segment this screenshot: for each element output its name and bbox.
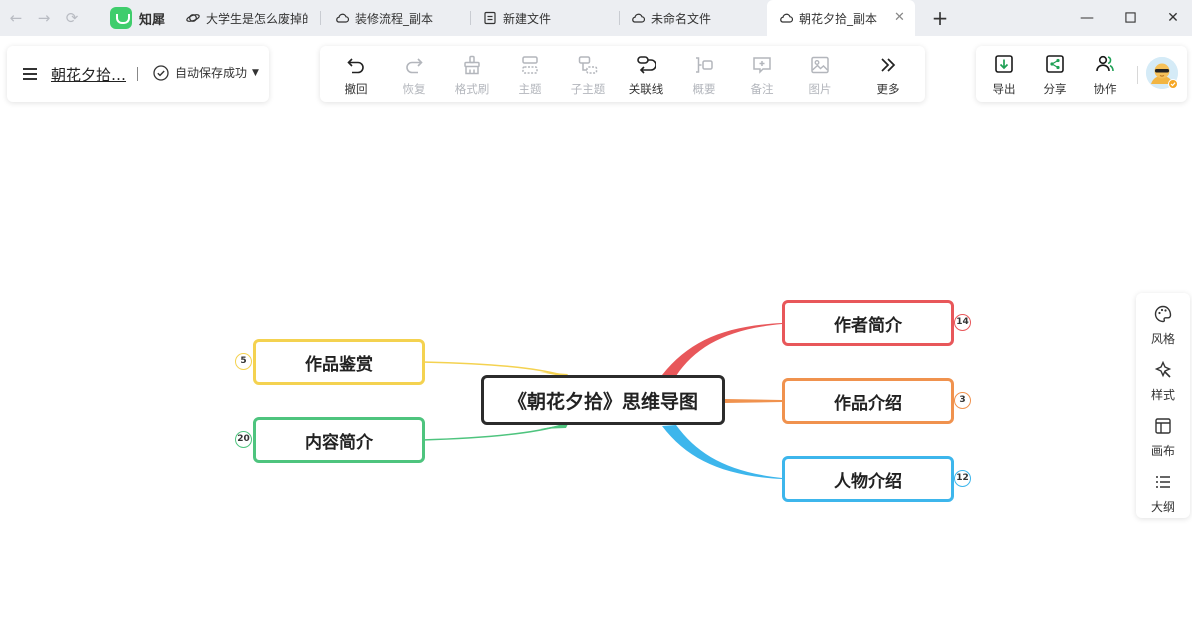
tab-separator <box>619 11 620 25</box>
new-tab-icon[interactable]: + <box>931 6 949 30</box>
refresh-icon[interactable]: ⟳ <box>65 9 79 27</box>
document-title[interactable]: 朝花夕拾… <box>51 66 127 84</box>
close-window-icon[interactable]: ✕ <box>1167 10 1179 26</box>
title-bar: ← → ⟳ 知犀 大学生是怎么废掉的 装修流程_副本 新建文件 未命名文件 朝花… <box>0 0 1192 36</box>
main-toolbar: 撤回 恢复 格式刷 主题 子主题 关联线 概要 备注 图片 更多 <box>320 46 925 102</box>
format-brush-button[interactable]: 格式刷 <box>444 46 500 102</box>
tab-active-document[interactable]: 朝花夕拾_副本 ✕ <box>767 0 915 36</box>
export-button[interactable]: 导出 <box>981 46 1027 102</box>
collaborators-icon <box>1096 55 1114 72</box>
node-content-summary[interactable]: 内容简介 <box>253 417 425 463</box>
sparkle-brush-icon <box>1154 361 1172 378</box>
action-panel: 导出 分享 协作 <box>976 46 1187 102</box>
tab-separator <box>470 11 471 25</box>
node-character-intro[interactable]: 人物介绍 <box>782 456 954 502</box>
subtopic-button[interactable]: 子主题 <box>560 46 616 102</box>
link-content-tip <box>540 424 568 429</box>
file-icon <box>484 11 496 25</box>
link-appreciation <box>421 361 563 376</box>
app-logo-icon <box>110 7 132 29</box>
style-theme-button[interactable]: 风格 <box>1136 301 1190 351</box>
divider <box>1137 66 1138 84</box>
cloud-icon <box>632 13 645 23</box>
image-button[interactable]: 图片 <box>792 46 848 102</box>
canvas-button[interactable]: 画布 <box>1136 413 1190 463</box>
tab-label: 朝花夕拾_副本 <box>799 11 878 26</box>
user-avatar[interactable] <box>1146 57 1178 89</box>
export-icon <box>995 55 1013 73</box>
cloud-icon <box>336 13 349 23</box>
node-work-intro[interactable]: 作品介绍 <box>782 378 954 424</box>
mindmap-canvas[interactable]: 《朝花夕拾》思维导图 作者简介 14 作品介绍 3 人物介绍 12 作品鉴赏 5… <box>0 110 1136 635</box>
palette-icon <box>1154 305 1172 323</box>
node-author-intro[interactable]: 作者简介 <box>782 300 954 346</box>
topic-button[interactable]: 主题 <box>502 46 558 102</box>
child-count-badge[interactable]: 20 <box>235 431 252 448</box>
link-author <box>662 323 782 376</box>
tab-document[interactable]: 大学生是怎么废掉的 <box>186 0 308 36</box>
undo-icon <box>347 58 364 74</box>
divider <box>137 67 138 81</box>
child-count-badge[interactable]: 12 <box>954 470 971 487</box>
child-count-badge[interactable]: 5 <box>235 353 252 370</box>
tab-label: 新建文件 <box>503 11 552 26</box>
tab-label: 未命名文件 <box>651 11 712 26</box>
relation-line-icon <box>637 56 656 74</box>
cloud-icon <box>780 13 793 23</box>
redo-icon <box>406 58 423 74</box>
share-icon <box>1046 55 1064 73</box>
caret-down-icon: ▼ <box>252 67 259 78</box>
share-button[interactable]: 分享 <box>1032 46 1078 102</box>
save-status[interactable]: 自动保存成功 ▼ <box>153 64 259 81</box>
redo-button[interactable]: 恢复 <box>386 46 442 102</box>
planet-icon <box>186 14 200 22</box>
link-characters <box>662 425 782 479</box>
summary-icon <box>696 57 713 73</box>
relation-line-button[interactable]: 关联线 <box>618 46 674 102</box>
tab-document[interactable]: 新建文件 <box>483 0 613 36</box>
maximize-icon[interactable] <box>1119 8 1141 28</box>
more-button[interactable]: 更多 <box>860 46 916 102</box>
tab-document[interactable]: 装修流程_副本 <box>335 0 470 36</box>
link-works <box>724 399 782 403</box>
subtopic-icon <box>578 56 598 74</box>
outline-button[interactable]: 大纲 <box>1136 469 1190 519</box>
list-icon <box>1156 476 1170 488</box>
tab-separator <box>320 11 321 25</box>
tab-app-home[interactable]: 知犀 <box>110 0 174 36</box>
child-count-badge[interactable]: 3 <box>954 392 971 409</box>
summary-button[interactable]: 概要 <box>676 46 732 102</box>
layout-icon <box>1155 418 1171 434</box>
link-content <box>421 424 563 441</box>
topic-icon <box>522 56 538 74</box>
image-icon <box>811 56 829 74</box>
more-icon <box>881 58 896 72</box>
note-icon <box>753 57 771 74</box>
node-work-appreciation[interactable]: 作品鉴赏 <box>253 339 425 385</box>
document-panel: 朝花夕拾… 自动保存成功 ▼ <box>7 46 269 102</box>
avatar-icon <box>1146 57 1178 89</box>
note-button[interactable]: 备注 <box>734 46 790 102</box>
close-tab-icon[interactable]: ✕ <box>894 10 905 25</box>
root-node[interactable]: 《朝花夕拾》思维导图 <box>481 375 725 425</box>
back-arrow-icon[interactable]: ← <box>9 9 23 27</box>
tab-label: 装修流程_副本 <box>355 11 434 26</box>
collab-button[interactable]: 协作 <box>1082 46 1128 102</box>
child-count-badge[interactable]: 14 <box>954 314 971 331</box>
tab-label: 知犀 <box>139 12 166 28</box>
side-panel: 风格 样式 画布 大纲 <box>1136 293 1190 518</box>
tab-label: 大学生是怎么废掉的 <box>206 11 308 26</box>
menu-icon[interactable] <box>23 68 37 80</box>
tab-document[interactable]: 未命名文件 <box>631 0 761 36</box>
format-brush-icon <box>464 55 480 75</box>
format-style-button[interactable]: 样式 <box>1136 357 1190 407</box>
mindmap-connectors <box>421 323 782 479</box>
check-circle-icon <box>153 64 169 81</box>
undo-button[interactable]: 撤回 <box>328 46 384 102</box>
forward-arrow-icon[interactable]: → <box>37 9 51 27</box>
minimize-icon[interactable]: — <box>1080 10 1094 26</box>
save-status-label: 自动保存成功 <box>175 66 248 80</box>
